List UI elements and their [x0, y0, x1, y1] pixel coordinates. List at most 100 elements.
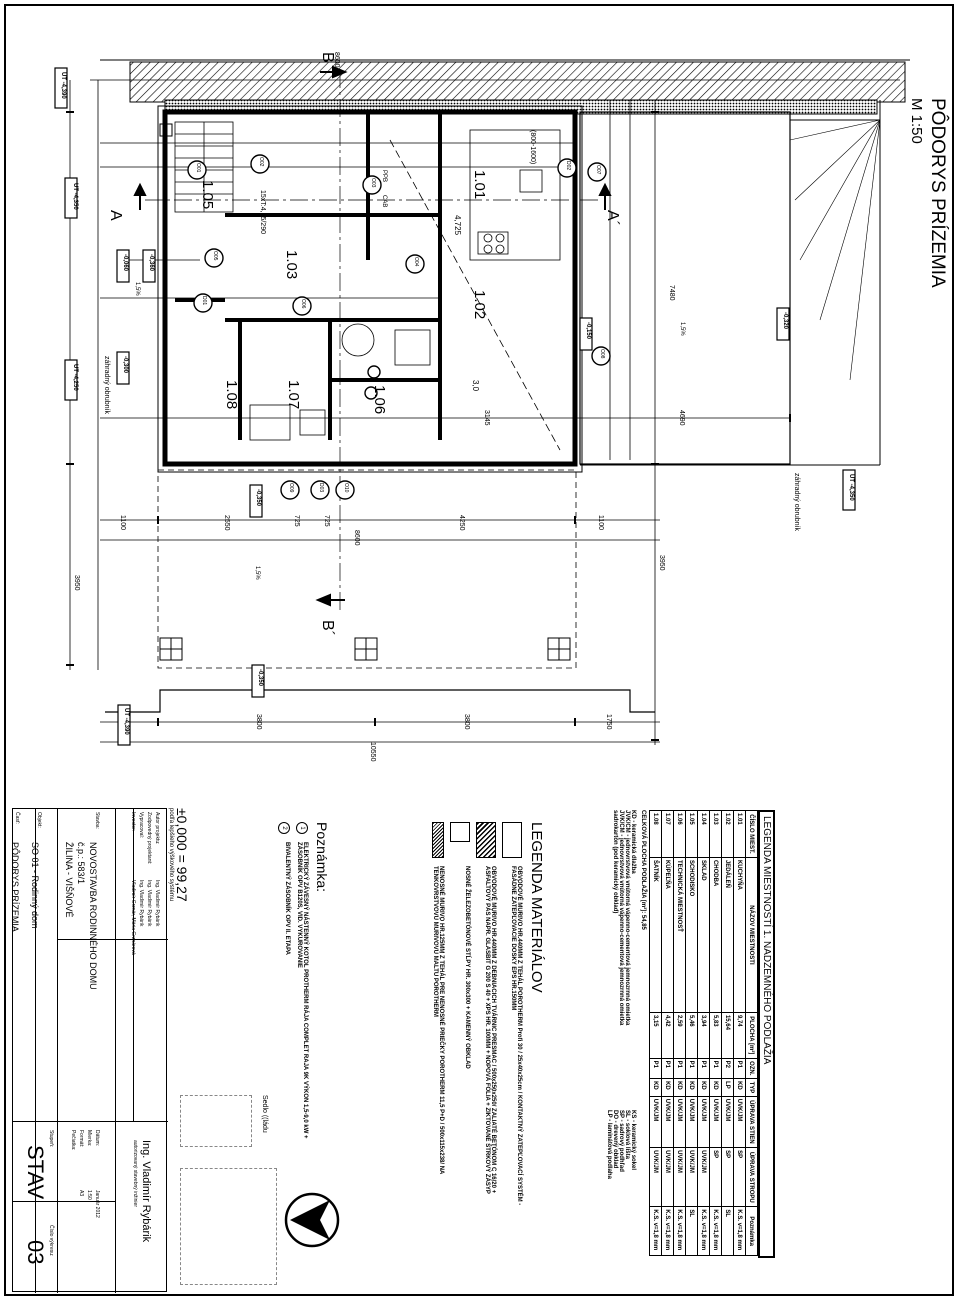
tb-format-label: Formát:: [78, 1130, 84, 1148]
door-tag-2: D02: [565, 161, 571, 171]
level-tag-2: UT -4,250: [72, 364, 78, 391]
cell: 3,94: [697, 1012, 710, 1059]
tb-scale-label: Mierka:: [86, 1130, 92, 1147]
dim-mid-total: 8600: [353, 530, 360, 546]
dim-row2-4: 3145: [483, 410, 490, 426]
col-header: ČÍSLO MIEST.: [745, 810, 758, 858]
cell: SL: [685, 1206, 698, 1256]
slope-2: 1,5%: [254, 566, 260, 580]
cell: 2,59: [673, 1012, 686, 1059]
room-1-07-number: 1.07: [285, 380, 302, 410]
cell: KÚPEĽŇA: [661, 857, 674, 1013]
material-item: OBVODOVÉ MURIVO HR.440MM Z DEBNIACICH TV…: [484, 866, 496, 1194]
material-swatch-concrete: [476, 822, 496, 858]
cell: 3,15: [649, 1012, 662, 1059]
window-tag-8: O08: [599, 349, 605, 359]
dim-side-right-2: 7480: [668, 285, 675, 301]
tb-build: NOVOSTAVBA RODINNÉHO DOMU: [88, 842, 98, 990]
dim-stairs: 15xT:4,15/290: [259, 190, 266, 234]
tb-firm-sub: autorizovaný stavebný inžinier: [132, 1140, 138, 1207]
notes-title: Poznámka:: [314, 822, 330, 893]
col-header: ÚPRAVA STROPU: [745, 1147, 758, 1207]
col-header: PLOCHA [m²]: [745, 1012, 758, 1059]
tb-drawing-no: 03: [23, 1240, 48, 1265]
materials-legend: LEGENDA MATERIÁLOV OBVODOVÉ MURIVO HR.44…: [432, 822, 545, 1226]
elevation-value: ±0,000 = 99,27: [174, 808, 190, 902]
abbrev-item: LP - laminátová podlaha: [606, 1110, 612, 1179]
dim-bottom-seg-1: 3800: [255, 714, 262, 730]
level-value-4: -0,350: [255, 489, 261, 507]
room-1-01-area: 4,725: [453, 215, 462, 236]
window-tag-2: O02: [258, 157, 264, 167]
tb-investor-label: Investor:: [130, 812, 136, 832]
cell: 15,64: [721, 1012, 734, 1059]
cell: UVK/JM: [733, 1096, 746, 1148]
cell: TECHNICKÁ MIESTNOSŤ: [673, 857, 686, 1013]
cell: K.S. v=1,8 mm: [733, 1206, 746, 1256]
section-a-left: A: [107, 210, 124, 221]
tb-object: SO 01 - Rodinný dom: [30, 842, 40, 929]
cell: UVK/JM: [697, 1147, 710, 1207]
tb-drawing-no-label: Číslo výkresu:: [48, 1225, 54, 1257]
abbrev-left: KD - keramická dlažba JVK/CM - jednovrst…: [606, 810, 636, 1110]
drawing-scale: M 1:50: [908, 98, 925, 144]
abbrev-item: JVK/CM - jednovrstvová vnútorná vápenno-…: [618, 810, 624, 1026]
tb-drawn-label: Vypracoval:: [138, 812, 144, 838]
room-1-06-number: 1.06: [371, 385, 388, 415]
cell: UVK/JM: [661, 1096, 674, 1148]
window-tag-9: O09: [288, 483, 294, 493]
cell: K.S. v=1,8 mm: [697, 1206, 710, 1256]
cell: KD: [661, 1078, 674, 1097]
room-1-01-number: 1.01: [471, 170, 488, 200]
room-1-08-number: 1.08: [223, 380, 240, 410]
window-tag-3: O03: [370, 178, 376, 188]
door-tag-1: D01: [201, 296, 207, 306]
window-tag-1: O01: [195, 163, 201, 173]
room-1-05-number: 1.05: [199, 180, 216, 210]
cell: 1.06: [673, 810, 686, 858]
slope-1: 1,5%: [679, 322, 685, 336]
drawing-sheet: [4, 4, 954, 1296]
cell: SP: [709, 1147, 722, 1207]
dim-top-total: 8600: [333, 52, 340, 68]
level-value-2: -0,360: [148, 254, 154, 272]
material-item: NENOSNÉ MURIVO HR.125MM Z TEHÁL PRE NENO…: [432, 866, 444, 1175]
cell: 1.04: [697, 810, 710, 858]
room-1-03-number: 1.03: [283, 250, 300, 280]
cell: 4,42: [661, 1012, 674, 1059]
cell: 1.07: [661, 810, 674, 858]
north-arrow-icon: [284, 1192, 340, 1248]
abbrev-item: KS - keramický sokel: [630, 1110, 636, 1171]
dim-side-left-6: 3950: [73, 575, 80, 591]
cell: KD: [685, 1078, 698, 1097]
material-item: OBVODOVÉ MURIVO HR.440MM Z TEHÁL POROTHE…: [510, 866, 522, 1206]
tb-date: Január 2012: [94, 1190, 100, 1218]
cell: KD: [733, 1078, 746, 1097]
tb-firm: Ing. Vladimír Rybárik: [140, 1140, 152, 1243]
dim-side-right-5: 3950: [658, 555, 665, 571]
cell: K.S. v=1,8 mm: [673, 1206, 686, 1256]
note-item: BIVALENTNÝ ZÁSOBNÍK OPV II. ETAPA: [284, 842, 290, 956]
dim-mid-5: 4250: [458, 515, 465, 531]
dim-mid-2: 2550: [223, 515, 230, 531]
notes-block: Poznámka: 1 ELEKTRICKÝ ZÁVESNÝ NÁSTENNÝ …: [278, 822, 330, 1142]
section-a-right: A´: [604, 210, 621, 226]
dim-window-range: (800-1600): [529, 130, 536, 165]
level-tag-3: UT -4,390: [123, 708, 129, 735]
tb-responsible-label: Zodpovedný projektant:: [146, 812, 152, 865]
dim-mid-3: 725: [293, 515, 300, 527]
cell: KD: [697, 1078, 710, 1097]
cell: 1.02: [721, 810, 734, 858]
tb-scale: 1:50: [86, 1190, 92, 1200]
level-value-6: -0,150: [585, 322, 591, 340]
window-tag-7: O07: [595, 165, 601, 175]
cell: UVK/JM: [673, 1096, 686, 1148]
note-item: ELEKTRICKÝ ZÁVESNÝ NÁSTENNÝ KOTOL PROTHE…: [296, 842, 308, 1139]
cell: UVK/JM: [649, 1096, 662, 1148]
cell: 1.05: [685, 810, 698, 858]
materials-legend-title: LEGENDA MATERIÁLOV: [528, 822, 545, 993]
drawing-title: PÔDORYS PRÍZEMIA: [927, 98, 948, 288]
material-swatch-partition: [432, 822, 444, 858]
